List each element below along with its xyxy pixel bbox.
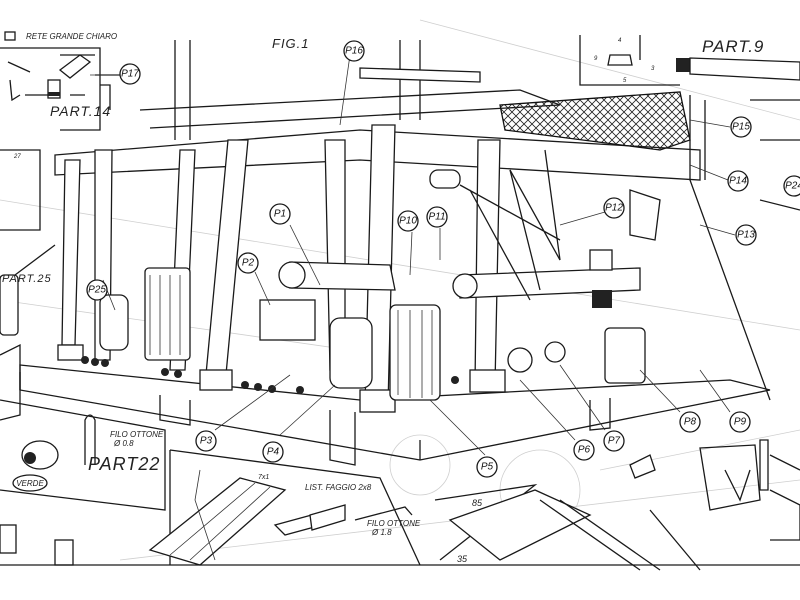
callout-p9: P9 xyxy=(729,411,751,433)
figure-title: FIG.1 xyxy=(272,36,310,51)
callout-label: P5 xyxy=(481,462,494,473)
color-tag: VERDE xyxy=(16,479,44,488)
callout-label: P12 xyxy=(605,203,623,214)
callout-label: P11 xyxy=(428,212,445,223)
callout-p16: P16 xyxy=(343,40,365,62)
wire-large-diameter: Ø 1.8 xyxy=(371,528,392,537)
part-22-panel xyxy=(0,399,166,566)
callout-label: P16 xyxy=(345,46,363,57)
callout-label: P9 xyxy=(734,417,747,428)
callout-label: P6 xyxy=(578,445,591,456)
callout-p12: P12 xyxy=(603,197,625,219)
leader-lines xyxy=(90,54,736,456)
equipment xyxy=(81,91,771,401)
callout-p3: P3 xyxy=(195,430,217,452)
callout-label: P17 xyxy=(121,69,139,80)
part-9-panel xyxy=(579,35,800,211)
dimension-3: 3 xyxy=(651,66,655,72)
wire-small-diameter: Ø 0.8 xyxy=(113,439,134,448)
callout-p14: P14 xyxy=(727,170,749,192)
callout-p17: P17 xyxy=(119,63,141,85)
part-9-label: PART.9 xyxy=(702,37,764,56)
callout-label: P3 xyxy=(200,436,213,447)
wire-small-note: FILO OTTONE xyxy=(110,430,164,439)
callouts: P1 P2 P3 P4 P5 P6 P7 P8 P9 P10 P11 P12 P… xyxy=(86,40,800,478)
callout-p5: P5 xyxy=(476,456,498,478)
callout-label: P24 xyxy=(785,181,800,192)
callout-label: P8 xyxy=(684,417,697,428)
titles: FIG.1 RETE GRANDE CHIARO PART.9 PART.14 … xyxy=(2,32,764,564)
callout-p13: P13 xyxy=(735,224,757,246)
callout-p11: P11 xyxy=(426,206,448,228)
part-22-label: PART22 xyxy=(88,454,160,474)
callout-label: P15 xyxy=(732,122,750,133)
part-14-label: PART.14 xyxy=(50,103,111,119)
callout-p8: P8 xyxy=(679,411,701,433)
part-25-panel xyxy=(0,149,56,421)
callout-label: P2 xyxy=(242,258,255,269)
part-25-label: PART.25 xyxy=(2,273,52,285)
dimension-4: 4 xyxy=(618,38,622,44)
strip-note: LIST. FAGGIO 2x8 xyxy=(305,483,372,492)
callout-label: P14 xyxy=(729,176,747,187)
callout-p6: P6 xyxy=(573,439,595,461)
wire-large-note: FILO OTTONE xyxy=(367,519,421,528)
callout-label: P13 xyxy=(737,230,755,241)
callout-p4: P4 xyxy=(262,441,284,463)
callout-p24: P24 xyxy=(783,175,800,197)
dimension-27: 27 xyxy=(13,154,21,160)
header-note: RETE GRANDE CHIARO xyxy=(26,32,117,41)
dimension-85: 85 xyxy=(472,498,483,508)
strip-size: 7x1 xyxy=(258,474,269,481)
callout-p15: P15 xyxy=(730,116,752,138)
callout-label: P25 xyxy=(88,285,106,296)
callout-p1: P1 xyxy=(269,203,291,225)
dimension-35: 35 xyxy=(457,554,468,564)
callout-p10: P10 xyxy=(397,210,419,232)
deck-structure xyxy=(19,89,771,466)
construction-details xyxy=(0,439,800,571)
dimension-9: 9 xyxy=(594,56,598,62)
callout-p7: P7 xyxy=(603,430,625,452)
callout-label: P4 xyxy=(267,447,280,458)
dimension-5: 5 xyxy=(623,78,627,84)
callout-label: P10 xyxy=(399,216,417,227)
callout-p2: P2 xyxy=(237,252,259,274)
callout-label: P7 xyxy=(608,436,621,447)
callout-label: P1 xyxy=(274,209,286,220)
callout-p25: P25 xyxy=(86,279,108,301)
